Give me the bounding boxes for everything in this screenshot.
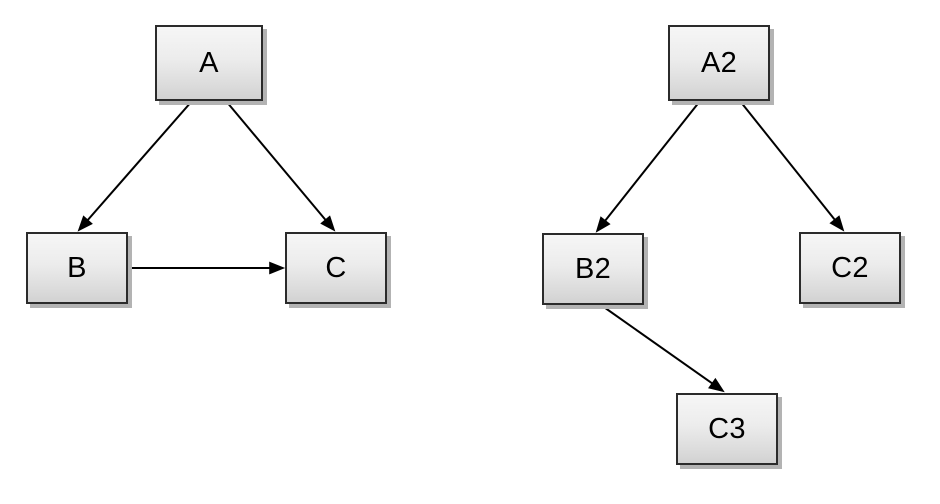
node-a2[interactable]: A2 [668, 25, 770, 101]
node-label-b: B [67, 251, 87, 284]
node-label-c2: C2 [831, 251, 869, 284]
node-b2[interactable]: B2 [542, 233, 644, 305]
node-label-a2: A2 [700, 46, 738, 79]
node-b[interactable]: B [26, 232, 128, 304]
node-c2[interactable]: C2 [799, 232, 901, 304]
node-c3[interactable]: C3 [676, 393, 778, 465]
node-label-b2: B2 [574, 252, 612, 285]
node-a[interactable]: A [155, 25, 263, 101]
node-label-c: C [325, 251, 347, 284]
node-label-a: A [199, 46, 219, 79]
node-c[interactable]: C [285, 232, 387, 304]
node-label-c3: C3 [708, 412, 746, 445]
